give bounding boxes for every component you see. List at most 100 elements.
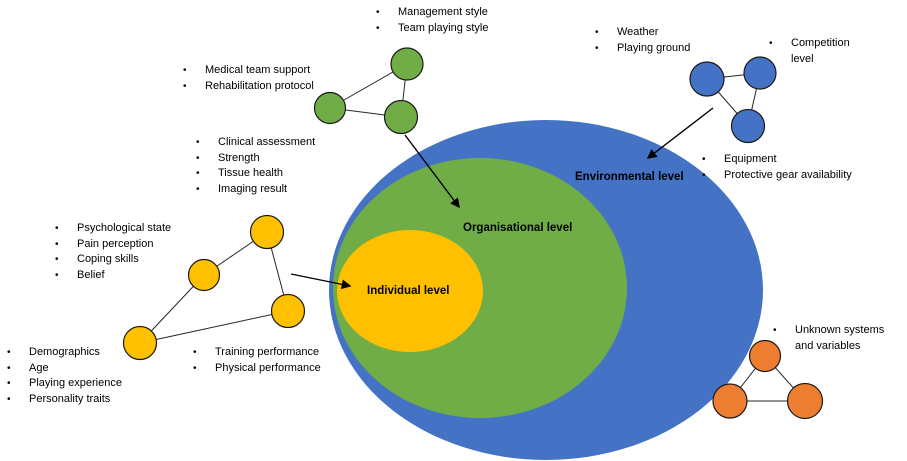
bullet-group-clinical: • Clinical assessment • Strength • Tissue h… [196,135,315,197]
organisational-level-label: Organisational level [463,222,573,234]
organisational-cluster-node [383,99,419,135]
individual-cluster-node [187,258,221,292]
list-item: • Psychological state [55,221,171,237]
individual-node-cluster [122,214,306,361]
list-item: •Demographics [7,345,122,361]
bullet-icon: • [55,254,59,265]
bullet-group-equipment: •Equipment •Protective gear availability [702,152,852,183]
cluster-edge [139,310,289,344]
bullet-group-medical: • Medical team support • Rehabilitation pr… [183,63,314,94]
list-item: • Strength [196,151,315,167]
bullet-text: Tissue health [218,167,284,179]
bullet-icon: • [7,347,11,358]
bullet-icon: • [7,362,11,374]
bullet-group-psychological: • Psychological state • Pain perception • C… [55,221,171,283]
bullet-text: Team playing style [398,21,489,34]
list-item: •Protective gear availability [702,168,852,184]
list-item: • Coping skills [55,252,171,268]
list-item: •Equipment [702,152,852,168]
bullet-text: Strength [218,151,260,164]
bullet-text: Medical team support [205,64,311,76]
bullet-text: Unknown systems and variables [795,324,885,352]
list-item: • Age [7,361,122,377]
bullet-text: Personality traits [29,392,111,405]
list-item: • Unknown systems and variables [773,323,898,354]
bullet-icon: • [595,42,599,54]
unknown-cluster-node [786,382,824,420]
individual-cluster-node [122,325,158,361]
bullet-icon: • [7,378,11,389]
bullet-icon: • [773,325,777,336]
bullet-text: Equipment [724,153,777,165]
bullet-icon: • [193,362,197,374]
unknown-cluster-node [748,339,782,373]
unknown-node-cluster [712,339,824,420]
list-item: • Belief [55,268,171,284]
list-item: • Tissue health [196,166,315,182]
environmental-node-cluster [689,56,777,144]
individual-cluster-node [249,214,285,250]
bullet-icon: • [376,22,380,34]
bullet-text: Imaging result [218,182,288,195]
list-item: •Competition level [769,36,869,67]
bullet-icon: • [196,183,200,195]
organisational-cluster-node [390,47,424,81]
bullet-text: Age [29,361,49,374]
list-item: • Management style [376,5,489,21]
bullet-icon: • [193,347,197,358]
bullet-icon: • [55,269,59,281]
bullet-text: Coping skills [77,253,139,265]
list-item: • Clinical assessment [196,135,315,151]
list-item: • Personality traits [7,392,122,408]
bullet-icon: • [196,137,200,148]
list-item: • Weather [595,25,690,41]
bullet-icon: • [196,168,200,179]
arrow-to-organisational-level [404,134,460,209]
bullet-text: Playing experience [29,377,122,389]
bullet-text: Clinical assessment [218,136,316,148]
organisational-node-cluster [313,47,424,135]
unknown-cluster-node [712,383,748,419]
list-item: • Physical performance [193,361,321,377]
organisational-cluster-node [313,91,347,125]
arrow-to-individual-level [290,273,352,290]
bullet-text: Playing ground [617,41,691,54]
bullet-icon: • [376,7,380,18]
bullet-text: Management style [398,6,488,18]
arrow-to-environmental-level [646,107,714,159]
bullet-text: Rehabilitation protocol [205,79,314,92]
bullet-icon: • [183,80,187,92]
bullet-text: Competition level [791,37,850,65]
bullet-group-competition: •Competition level [769,36,869,67]
individual-level-label: Individual level [367,285,450,297]
bullet-group-performance: • Training performance • Physical performa… [193,345,321,376]
individual-level-ellipse [337,230,483,352]
list-item: • Team playing style [376,21,489,37]
bullet-text: Training performance [215,346,320,358]
bullet-icon: • [196,152,200,164]
environmental-cluster-node [730,108,766,144]
bullet-icon: • [55,238,59,250]
list-item: • Rehabilitation protocol [183,79,314,95]
bullet-icon: • [55,223,59,234]
bullet-group-weather: • Weather • Playing ground [595,25,690,56]
list-item: • Medical team support [183,63,314,79]
bullet-icon: • [7,393,11,405]
environmental-cluster-node [689,61,725,97]
bullet-icon: • [702,169,706,181]
list-item: • Playing experience [7,376,122,392]
list-item: • Imaging result [196,182,315,198]
individual-cluster-node [270,293,306,329]
list-item: • Playing ground [595,41,690,57]
bullet-text: Pain perception [77,237,154,250]
bullet-text: Psychological state [77,222,172,234]
bullet-text: Belief [77,268,105,281]
bullet-group-unknown: • Unknown systems and variables [773,323,898,354]
bullet-text: Physical performance [215,361,321,374]
list-item: • Pain perception [55,237,171,253]
bullet-icon: • [183,65,187,76]
bullet-icon: • [595,27,599,38]
bullet-text: Weather [617,26,659,38]
